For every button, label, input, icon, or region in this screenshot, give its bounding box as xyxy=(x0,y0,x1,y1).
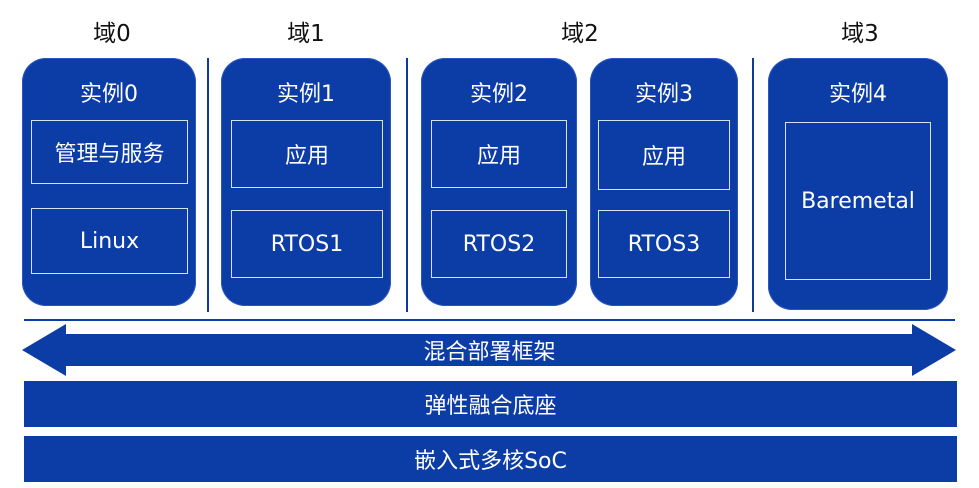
baremetal-box: Baremetal xyxy=(785,122,931,280)
instance-title: 实例0 xyxy=(80,82,138,107)
soc-band: 嵌入式多核SoC xyxy=(24,436,957,482)
instance-1: 实例1 应用 RTOS1 xyxy=(221,58,391,306)
application-box: 应用 xyxy=(431,120,567,188)
management-service-box: 管理与服务 xyxy=(31,120,188,184)
framework-label: 混合部署框架 xyxy=(423,340,556,365)
instance-2: 实例2 应用 RTOS2 xyxy=(421,58,577,306)
linux-box: Linux xyxy=(31,208,188,274)
domain-separator xyxy=(752,58,754,312)
foundation-band: 弹性融合底座 xyxy=(24,381,957,427)
instance-4: 实例4 Baremetal xyxy=(768,58,948,310)
rtos1-box: RTOS1 xyxy=(231,210,383,278)
instance-title: 实例4 xyxy=(829,82,887,107)
domain-separator xyxy=(207,58,209,312)
application-box: 应用 xyxy=(598,120,730,190)
domain-label-3: 域3 xyxy=(841,21,879,47)
instance-title: 实例1 xyxy=(277,82,335,107)
instance-3: 实例3 应用 RTOS3 xyxy=(590,58,738,306)
domain-label-2: 域2 xyxy=(561,21,599,47)
domain-label-1: 域1 xyxy=(287,21,325,47)
instance-title: 实例2 xyxy=(470,82,528,107)
domain-separator xyxy=(406,58,408,312)
instance-title: 实例3 xyxy=(635,82,693,107)
domain-label-0: 域0 xyxy=(93,21,131,47)
rtos3-box: RTOS3 xyxy=(598,210,730,278)
application-box: 应用 xyxy=(231,120,383,188)
rtos2-box: RTOS2 xyxy=(431,210,567,278)
instance-0: 实例0 管理与服务 Linux xyxy=(22,58,196,306)
